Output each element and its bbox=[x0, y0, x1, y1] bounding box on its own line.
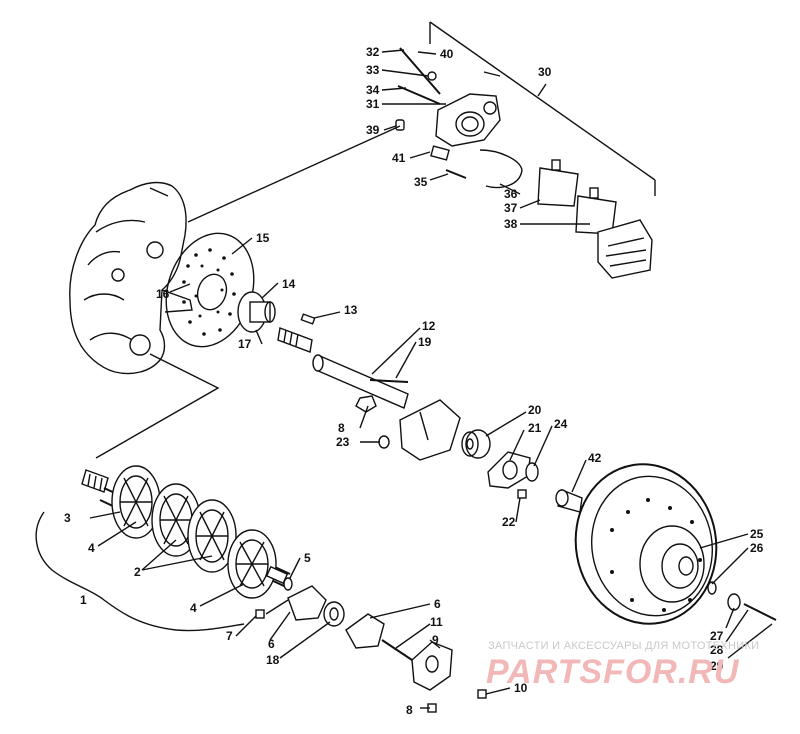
callout-label: 18 bbox=[266, 653, 280, 667]
callout-label: 28 bbox=[710, 643, 724, 657]
bolt bbox=[255, 609, 265, 619]
washer bbox=[707, 581, 717, 595]
callout-label: 1 bbox=[80, 593, 87, 607]
callout-label: 31 bbox=[366, 97, 380, 111]
key bbox=[300, 313, 316, 325]
callout-label: 33 bbox=[366, 63, 380, 77]
leader-lines bbox=[35, 49, 773, 709]
callout-label: 38 bbox=[504, 217, 518, 231]
bolt bbox=[743, 603, 777, 621]
callout-label: 25 bbox=[750, 527, 764, 541]
callout-label: 32 bbox=[366, 45, 380, 59]
callout-label: 19 bbox=[418, 335, 432, 349]
callout-label: 4 bbox=[190, 601, 197, 615]
lower-bearing bbox=[323, 601, 345, 627]
bearing-flange bbox=[399, 399, 461, 461]
callout-label: 29 bbox=[710, 659, 724, 673]
callout-label: 40 bbox=[440, 47, 454, 61]
callout-label: 14 bbox=[282, 277, 296, 291]
gear-case-housing bbox=[69, 181, 193, 375]
callout-label: 26 bbox=[750, 541, 764, 555]
disc-hub bbox=[237, 291, 276, 333]
callout-label: 13 bbox=[344, 303, 358, 317]
drive-sprocket-1 bbox=[111, 465, 161, 539]
callout-label: 3 bbox=[64, 511, 71, 525]
callout-label: 6 bbox=[434, 597, 441, 611]
callout-label: 7 bbox=[226, 629, 233, 643]
spacer-washer bbox=[525, 462, 539, 482]
washer bbox=[378, 435, 390, 449]
callout-label: 36 bbox=[504, 187, 518, 201]
drive-sprocket-3 bbox=[187, 499, 237, 573]
bolt bbox=[517, 489, 527, 499]
callout-label: 22 bbox=[502, 515, 516, 529]
callout-label: 34 bbox=[366, 83, 380, 97]
bearing bbox=[461, 429, 491, 459]
callout-label: 5 bbox=[304, 551, 311, 565]
callout-label: 8 bbox=[338, 421, 345, 435]
callout-label: 6 bbox=[268, 637, 275, 651]
bearing-flange-lower bbox=[287, 585, 327, 621]
callout-label: 37 bbox=[504, 201, 518, 215]
callout-label: 41 bbox=[392, 151, 406, 165]
end-sprocket bbox=[227, 529, 277, 599]
jackshaft bbox=[312, 354, 409, 409]
callout-label: 8 bbox=[406, 703, 413, 717]
caliper-assembly bbox=[395, 47, 653, 279]
nut bbox=[355, 395, 377, 413]
spacer-tube bbox=[555, 489, 583, 513]
callout-label: 27 bbox=[710, 629, 724, 643]
callout-label: 2 bbox=[134, 565, 141, 579]
washer bbox=[727, 593, 741, 611]
callout-labels: 1 2 3 4 4 5 6 6 7 8 8 9 10 11 12 13 14 1… bbox=[64, 45, 764, 717]
pin bbox=[381, 639, 413, 661]
bearing-flange-outer bbox=[345, 613, 385, 649]
callout-label: 21 bbox=[528, 421, 542, 435]
callout-label: 9 bbox=[432, 633, 439, 647]
callout-label: 42 bbox=[588, 451, 602, 465]
shaft-stub bbox=[277, 327, 313, 353]
callout-label: 11 bbox=[430, 615, 443, 629]
driven-pulley bbox=[574, 463, 718, 625]
callout-label: 12 bbox=[422, 319, 436, 333]
watermark-logo: PARTSFOR.RU bbox=[486, 653, 740, 691]
callout-label: 20 bbox=[528, 403, 542, 417]
callout-label: 10 bbox=[514, 681, 528, 695]
callout-label: 30 bbox=[538, 65, 552, 79]
nut bbox=[477, 689, 487, 699]
watermark-tagline: ЗАПЧАСТИ И АКСЕССУАРЫ ДЛЯ МОТОТЕХНИКИ bbox=[488, 640, 760, 652]
end-cap bbox=[411, 641, 453, 691]
callout-label: 15 bbox=[256, 231, 270, 245]
callout-label: 4 bbox=[88, 541, 95, 555]
callout-label: 24 bbox=[554, 417, 568, 431]
seal bbox=[283, 577, 293, 591]
callout-label: 35 bbox=[414, 175, 428, 189]
caliper-kit-bracket bbox=[429, 21, 656, 196]
callout-label: 39 bbox=[366, 123, 380, 137]
flange bbox=[487, 451, 531, 489]
callout-label: 16 bbox=[156, 287, 170, 301]
callout-label: 17 bbox=[238, 337, 252, 351]
callout-label: 23 bbox=[336, 435, 350, 449]
